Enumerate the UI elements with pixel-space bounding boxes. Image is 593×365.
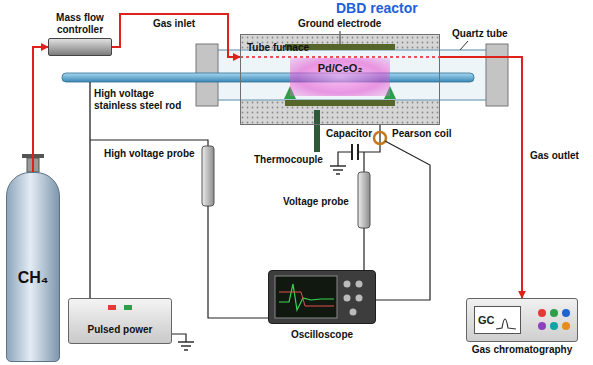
high-voltage-wire <box>89 82 90 298</box>
leader-line <box>460 41 468 50</box>
pearson-coil <box>374 132 386 144</box>
diagram-title: DBD reactor <box>336 0 418 16</box>
red-light <box>108 305 116 310</box>
device-caption: Gas chromatography <box>466 344 578 356</box>
gc-screen: GC <box>474 306 521 334</box>
high-voltage-probe <box>202 146 214 206</box>
gc-body: GC <box>466 298 578 342</box>
catalyst-name: Pd/CeO₂ <box>318 62 363 75</box>
part-label: Thermocouple <box>254 154 323 166</box>
probe-cable <box>208 206 268 318</box>
gc-peak <box>495 309 517 331</box>
control-knob <box>344 295 351 302</box>
tube-flange <box>486 44 508 106</box>
gas-line <box>33 47 48 172</box>
part-label: Quartz tube <box>452 28 508 40</box>
ground-wire <box>172 334 186 342</box>
coil-cable <box>376 141 430 300</box>
thermocouple-rod <box>314 110 320 152</box>
control-knob <box>356 281 363 288</box>
gc-button <box>538 322 546 330</box>
gc-button <box>562 309 570 317</box>
ground-symbol <box>336 173 340 174</box>
oscilloscope: Oscilloscope <box>268 270 376 342</box>
gas-name: CH₄ <box>18 269 49 287</box>
ground-electrode <box>285 100 395 106</box>
ground-symbol <box>181 345 191 346</box>
mass-flow-controller: Mass flow controller <box>48 12 112 56</box>
ground-symbol <box>330 165 346 166</box>
component-label: Pearson coil <box>392 128 451 140</box>
gc-button <box>550 309 558 317</box>
pulsed-power-supply: Pulsed power <box>68 298 172 344</box>
edge-label: Gas inlet <box>151 18 197 30</box>
signal-trace <box>279 292 334 306</box>
gc-button <box>550 322 558 330</box>
device-label: GC <box>478 314 495 326</box>
leader-line <box>340 31 341 44</box>
control-knob <box>356 295 363 302</box>
part-label: High voltage stainless steel rod <box>94 88 196 112</box>
capacitor-symbol <box>357 144 359 160</box>
device-label: Mass flow controller <box>48 12 112 36</box>
gas-cylinder: CH₄ <box>6 172 60 362</box>
part-label: Ground electrode <box>298 18 381 30</box>
high-voltage-rod <box>62 73 474 82</box>
ground-symbol <box>184 349 188 350</box>
oscilloscope-screen <box>275 276 337 318</box>
oscilloscope-body <box>268 270 376 324</box>
gc-button <box>538 309 546 317</box>
catalyst-bed: Pd/CeO₂ <box>290 58 390 96</box>
probe-wire <box>363 152 364 172</box>
mfc-body <box>48 38 112 56</box>
signal-trace <box>279 284 334 310</box>
gc-buttons <box>537 307 571 333</box>
probe-cable <box>363 228 364 270</box>
device-label: Oscilloscope <box>291 329 353 341</box>
probe-wire <box>90 140 208 146</box>
ground-symbol <box>178 341 194 342</box>
gc-button <box>562 322 570 330</box>
ground-wire <box>338 152 352 166</box>
tube-furnace: Tube furnacePd/CeO₂ <box>240 34 440 125</box>
gas-line <box>112 14 240 57</box>
capacitor-symbol <box>351 144 353 160</box>
component-label: High voltage probe <box>104 148 195 160</box>
component-label: Voltage probe <box>283 196 349 208</box>
chromatogram-peak <box>496 319 516 329</box>
control-knob <box>350 309 357 316</box>
edge-label: Gas outlet <box>528 150 581 162</box>
device-label: Tube furnace <box>247 42 309 54</box>
gas-chromatograph: GC Gas chromatography <box>466 298 578 356</box>
voltage-probe <box>358 172 370 228</box>
indicator-lights <box>69 305 171 310</box>
gas-line <box>440 57 522 298</box>
ground-symbol <box>333 169 343 170</box>
control-knob <box>344 281 351 288</box>
component-label: Capacitor <box>326 128 372 140</box>
green-light <box>124 305 132 310</box>
device-label: Pulsed power <box>87 324 152 336</box>
oscilloscope-panel <box>271 272 371 322</box>
